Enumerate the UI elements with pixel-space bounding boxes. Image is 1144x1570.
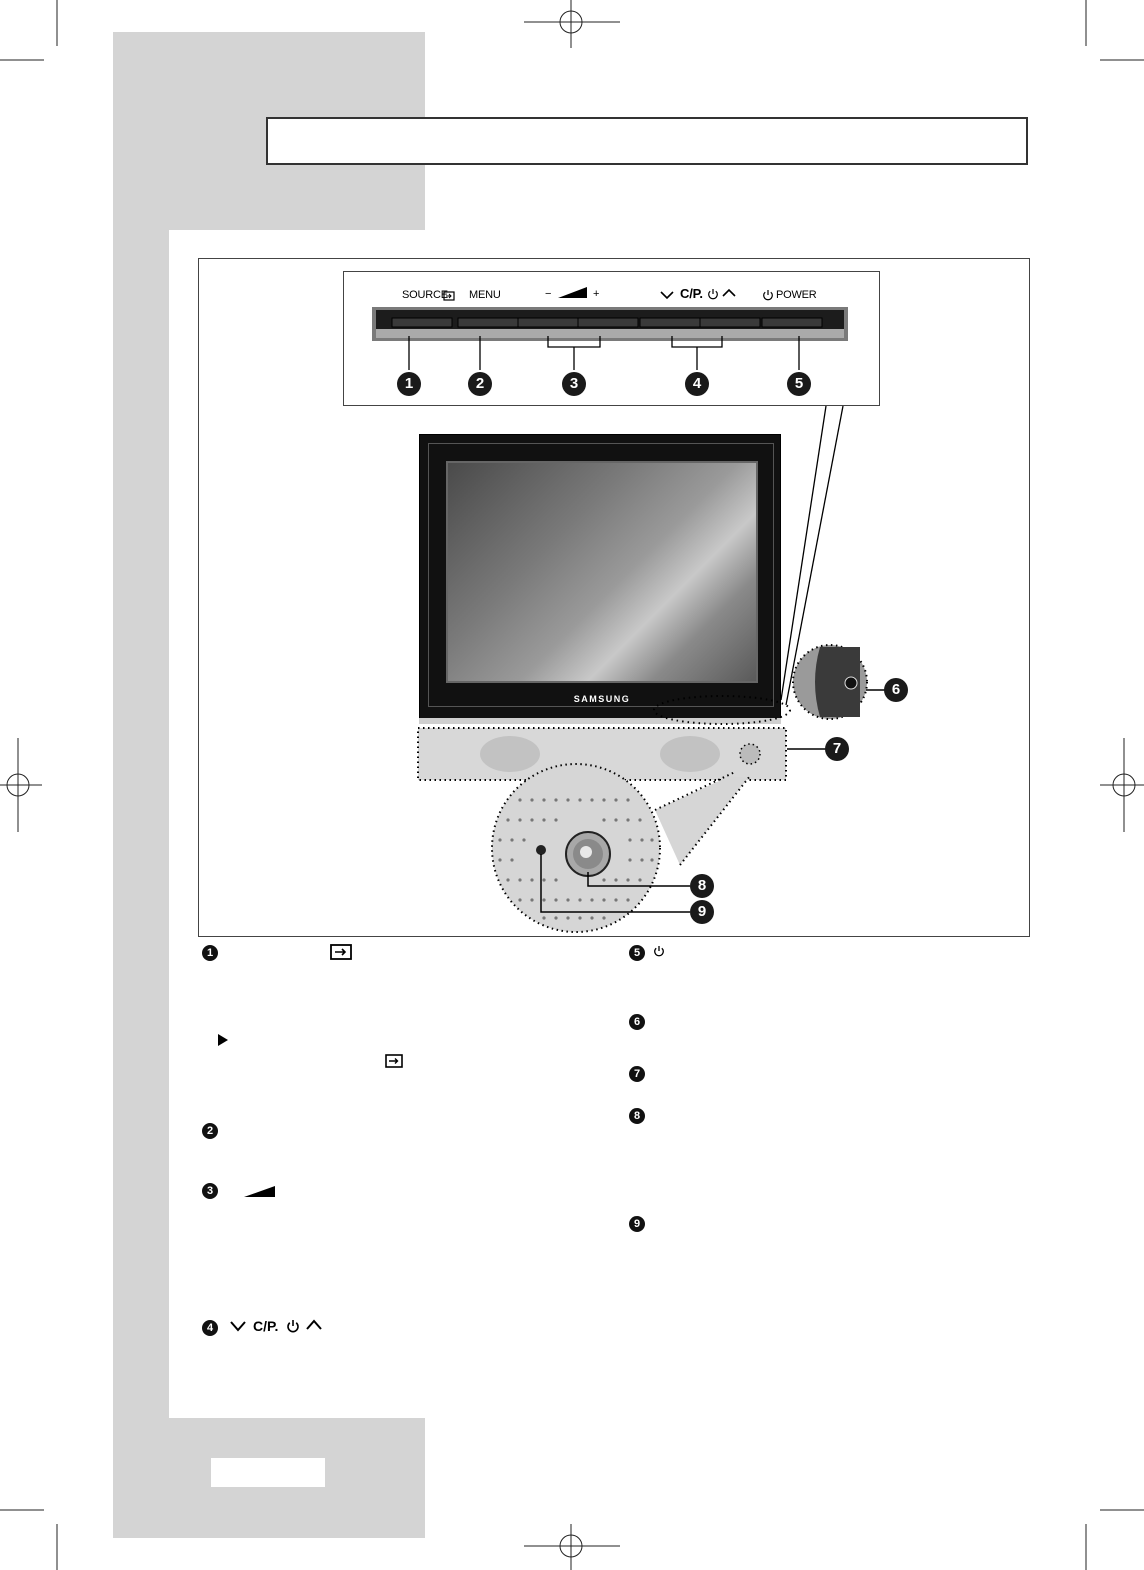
play-arrow-icon — [218, 1034, 228, 1046]
speaker-leader — [787, 748, 827, 750]
channel-up-icon — [722, 288, 736, 297]
page-band-left — [113, 230, 169, 1420]
callout-2: 2 — [468, 372, 492, 396]
button-strip — [372, 307, 848, 341]
menu-label: MENU — [469, 289, 501, 301]
power-icon — [708, 289, 718, 300]
power-label: POWER — [776, 289, 817, 301]
volume-plus-label: + — [593, 288, 600, 300]
power-button — [761, 317, 823, 328]
callout-7: 7 — [825, 737, 849, 761]
volume-minus-label: − — [545, 288, 552, 300]
item-badge-6: 6 — [629, 1014, 645, 1030]
channel-up-icon — [306, 1319, 322, 1330]
source-button — [391, 317, 453, 328]
callout-9: 9 — [690, 900, 714, 924]
item-badge-5: 5 — [629, 945, 645, 961]
volume-up-button — [577, 317, 639, 328]
source-input-icon — [330, 944, 352, 960]
item-badge-7: 7 — [629, 1066, 645, 1082]
tv-bottom-detail — [417, 695, 791, 781]
volume-wedge-icon — [244, 1186, 275, 1197]
channel-label: C/P. — [680, 286, 703, 301]
source-input-icon — [443, 291, 455, 301]
tv-screen — [446, 461, 758, 683]
callout-5: 5 — [787, 372, 811, 396]
sensor-zoom — [491, 763, 751, 933]
item-badge-3: 3 — [202, 1183, 218, 1199]
callout-4: 4 — [685, 372, 709, 396]
callout-3: 3 — [562, 372, 586, 396]
item-badge-4: 4 — [202, 1320, 218, 1336]
callout-1: 1 — [397, 372, 421, 396]
power-icon — [287, 1320, 299, 1333]
channel-item-label: C/P. — [253, 1318, 279, 1334]
item-badge-8: 8 — [629, 1108, 645, 1124]
volume-wedge-icon — [558, 287, 587, 298]
power-icon — [654, 946, 664, 957]
page-number-tab — [211, 1458, 325, 1487]
source-label: SOURCE — [402, 289, 448, 301]
channel-down-icon — [660, 291, 674, 300]
item-badge-2: 2 — [202, 1123, 218, 1139]
channel-up-button — [699, 317, 761, 328]
callout-8: 8 — [690, 874, 714, 898]
item-badge-9: 9 — [629, 1216, 645, 1232]
headphone-jack-zoom — [792, 644, 868, 720]
item-badge-1: 1 — [202, 945, 218, 961]
callout-6: 6 — [884, 678, 908, 702]
section-title-box — [266, 117, 1028, 165]
channel-down-icon — [230, 1321, 246, 1332]
power-icon — [763, 290, 773, 301]
brand-logo: SAMSUNG — [573, 694, 631, 704]
source-input-icon — [385, 1054, 403, 1068]
